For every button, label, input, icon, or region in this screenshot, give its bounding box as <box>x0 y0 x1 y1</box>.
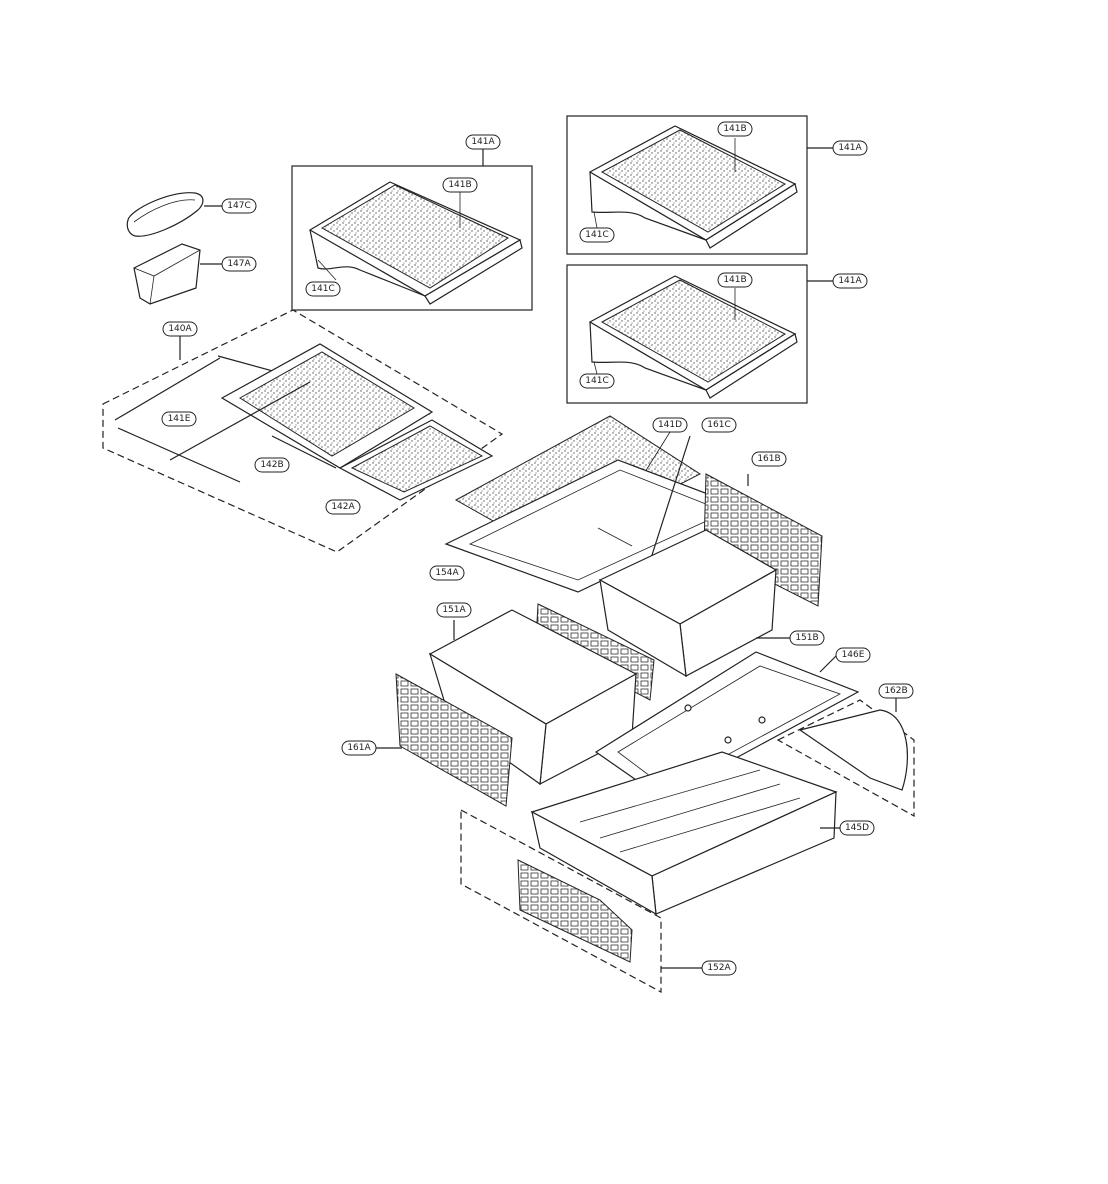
grille-161a <box>376 673 513 807</box>
grille-152a <box>460 808 702 994</box>
label-161c: 161C <box>701 417 737 433</box>
label-147c: 147C <box>221 198 257 214</box>
label-161a: 161A <box>341 740 377 756</box>
svg-text:152A: 152A <box>707 963 731 973</box>
svg-text:141A: 141A <box>838 276 862 286</box>
svg-text:141A: 141A <box>838 143 862 153</box>
label-141e: 141E <box>161 411 197 427</box>
bin-147a <box>133 243 222 305</box>
svg-text:141D: 141D <box>658 420 682 430</box>
svg-text:142A: 142A <box>331 502 355 512</box>
svg-text:147A: 147A <box>227 259 251 269</box>
svg-text:145D: 145D <box>845 823 869 833</box>
svg-text:142B: 142B <box>260 460 283 470</box>
label-142b: 142B <box>254 457 290 473</box>
svg-text:151A: 151A <box>442 605 466 615</box>
side-cover-162b <box>776 698 915 818</box>
svg-text:154A: 154A <box>435 568 459 578</box>
shelf-assembly-141a-upper-right <box>566 115 833 255</box>
label-145d: 145D <box>839 820 875 836</box>
label-141b-center: 141B <box>442 177 478 193</box>
bin-147c <box>126 192 222 237</box>
svg-text:161C: 161C <box>707 420 730 430</box>
shelf-assembly-141a-lower-right <box>566 264 833 404</box>
svg-text:162B: 162B <box>884 686 907 696</box>
crisper-drawer-151a <box>428 609 638 786</box>
shelf-assembly-141a-center <box>291 142 533 311</box>
grille-161b <box>703 473 823 607</box>
sliding-shelf-assembly-140a <box>102 309 504 553</box>
svg-text:151B: 151B <box>795 633 818 643</box>
label-147a: 147A <box>221 256 257 272</box>
svg-text:141E: 141E <box>168 414 191 424</box>
label-141a-lower-right: 141A <box>832 273 868 289</box>
label-141a-upper-right: 141A <box>832 140 868 156</box>
svg-text:146E: 146E <box>842 650 865 660</box>
label-151a: 151A <box>436 602 472 618</box>
label-146e: 146E <box>835 647 871 663</box>
label-141b-lower-right: 141B <box>717 272 753 288</box>
label-152a: 152A <box>701 960 737 976</box>
label-141c-upper-right: 141C <box>579 227 615 243</box>
label-151b: 151B <box>789 630 825 646</box>
label-141d: 141D <box>652 417 688 433</box>
svg-text:141B: 141B <box>448 180 471 190</box>
label-154a: 154A <box>429 565 465 581</box>
svg-text:141C: 141C <box>585 376 608 386</box>
svg-text:161A: 161A <box>347 743 371 753</box>
svg-text:147C: 147C <box>227 201 250 211</box>
label-141c-center: 141C <box>305 281 341 297</box>
svg-text:161B: 161B <box>757 454 780 464</box>
label-141c-lower-right: 141C <box>579 373 615 389</box>
svg-text:141A: 141A <box>471 137 495 147</box>
label-141a-center: 141A <box>465 134 501 150</box>
pantry-drawer-145d <box>530 751 840 916</box>
svg-text:141B: 141B <box>723 275 746 285</box>
label-162b: 162B <box>878 683 914 699</box>
label-142a: 142A <box>325 499 361 515</box>
svg-text:141B: 141B <box>723 124 746 134</box>
svg-text:141C: 141C <box>311 284 334 294</box>
crisper-drawer-151b <box>598 529 790 678</box>
label-140a: 140A <box>162 321 198 337</box>
svg-text:140A: 140A <box>168 324 192 334</box>
label-161b: 161B <box>751 451 787 467</box>
label-141b-upper-right: 141B <box>717 121 753 137</box>
svg-text:141C: 141C <box>585 230 608 240</box>
